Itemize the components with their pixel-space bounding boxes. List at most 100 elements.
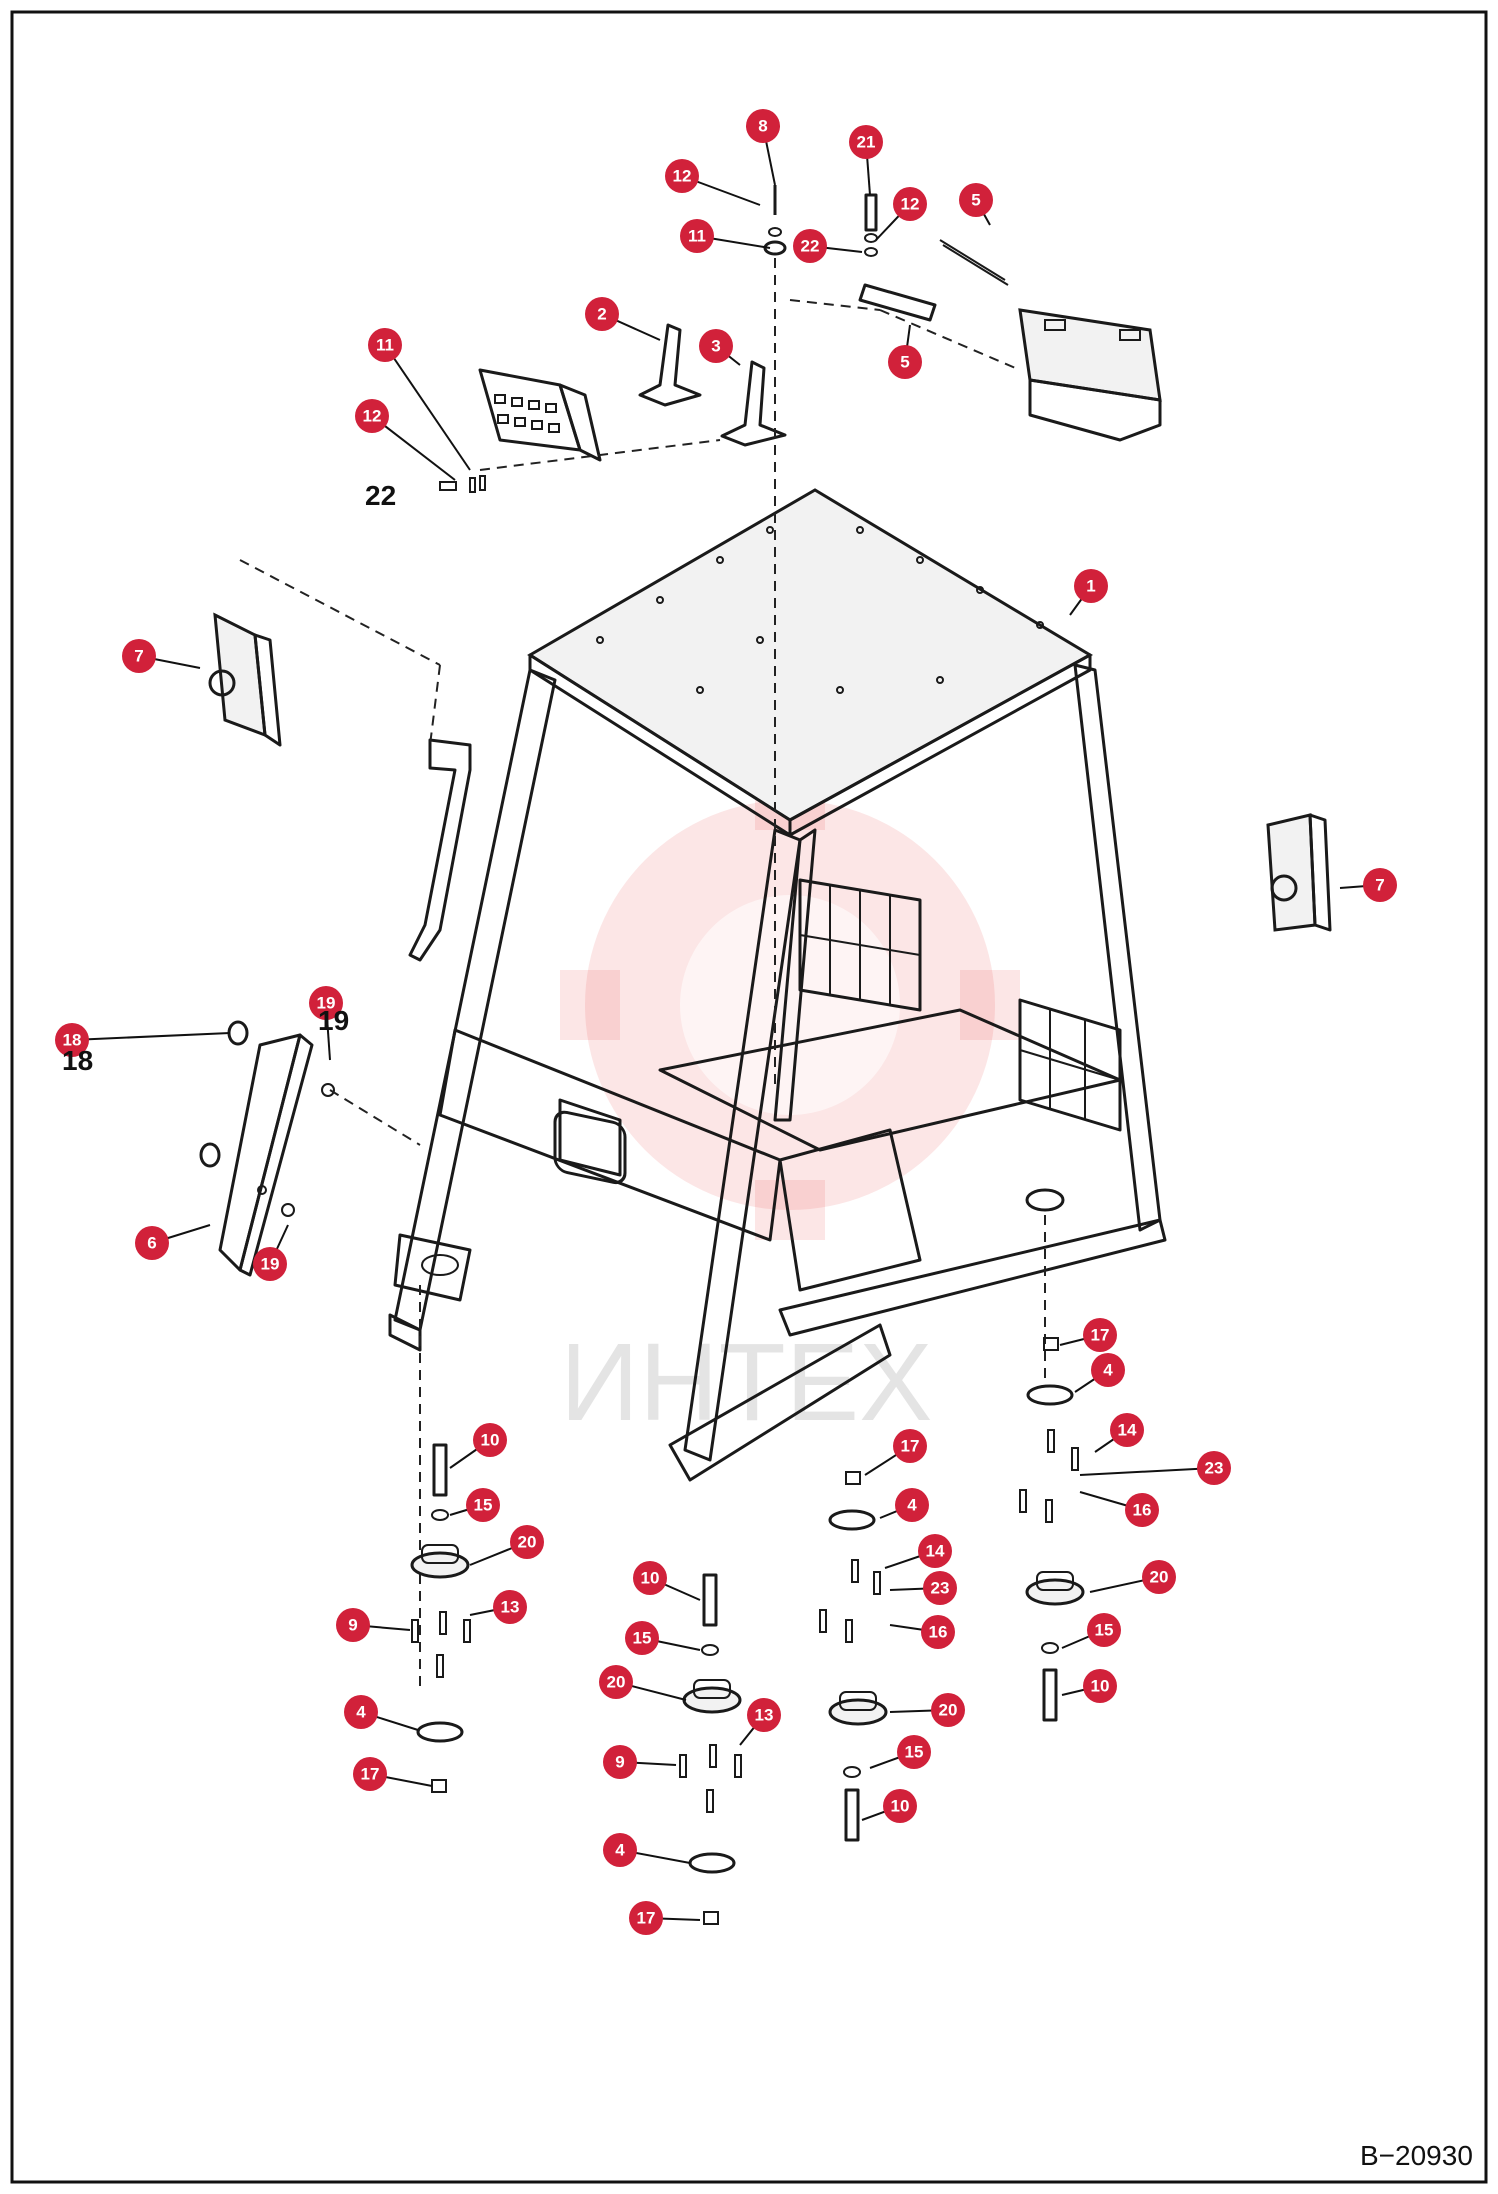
callout-circle — [918, 1534, 952, 1568]
callout-number: 12 — [901, 195, 920, 214]
callout-circle — [1083, 1669, 1117, 1703]
callout-circle — [747, 1698, 781, 1732]
callout-badge-15: 15 — [625, 1621, 659, 1655]
callout-circle — [309, 986, 343, 1020]
callout-number: 5 — [971, 191, 980, 210]
callout-circle — [680, 219, 714, 253]
callout-circle — [122, 639, 156, 673]
callout-badge-4: 4 — [1091, 1353, 1125, 1387]
callout-circle — [1074, 569, 1108, 603]
leader-line — [1079, 1467, 1215, 1476]
mount-stack-right — [1019, 1337, 1085, 1722]
callout-number: 20 — [939, 1701, 958, 1720]
callout-badge-10: 10 — [633, 1561, 667, 1595]
callout-number: 9 — [615, 1753, 624, 1772]
callout-badge-4: 4 — [895, 1488, 929, 1522]
callout-number: 15 — [474, 1496, 493, 1515]
callout-badge-12: 12 — [355, 399, 389, 433]
callout-badge-15: 15 — [466, 1488, 500, 1522]
callout-number: 10 — [641, 1569, 660, 1588]
bracket-2 — [638, 323, 702, 407]
callout-badge-7: 7 — [122, 639, 156, 673]
callout-circle — [55, 1023, 89, 1057]
watermark-gear-icon — [560, 770, 1020, 1240]
callout-number: 4 — [1103, 1361, 1113, 1380]
callout-number: 5 — [900, 353, 909, 372]
mount-stack-left — [410, 1443, 471, 1793]
callout-badge-18: 18 — [55, 1023, 89, 1057]
leader-line — [71, 1032, 231, 1041]
callout-badge-1: 1 — [1074, 569, 1108, 603]
callout-number: 23 — [1205, 1459, 1224, 1478]
callout-badge-13: 13 — [493, 1590, 527, 1624]
callout-badge-4: 4 — [603, 1833, 637, 1867]
callout-number: 4 — [615, 1841, 625, 1860]
callout-number: 3 — [711, 337, 720, 356]
callout-circle — [1125, 1493, 1159, 1527]
callout-badge-20: 20 — [510, 1525, 544, 1559]
callout-circle — [793, 229, 827, 263]
callout-circle — [1363, 868, 1397, 902]
callout-number: 17 — [901, 1437, 920, 1456]
callout-circle — [599, 1665, 633, 1699]
callout-badge-14: 14 — [918, 1534, 952, 1568]
callout-number: 12 — [673, 167, 692, 186]
callout-number: 1 — [1086, 577, 1095, 596]
callout-badge-20: 20 — [599, 1665, 633, 1699]
callout-number: 16 — [1133, 1501, 1152, 1520]
callout-number: 20 — [518, 1533, 537, 1552]
callout-number: 10 — [891, 1797, 910, 1816]
battery-hold-down — [858, 239, 1009, 322]
callout-circle — [368, 328, 402, 362]
callout-circle — [921, 1615, 955, 1649]
callout-number: 18 — [63, 1031, 82, 1050]
callout-badge-10: 10 — [473, 1423, 507, 1457]
callout-number: 22 — [801, 237, 820, 256]
callout-number: 10 — [1091, 1677, 1110, 1696]
callout-number: 11 — [376, 336, 394, 355]
callout-number: 17 — [1091, 1326, 1110, 1345]
callout-circle — [923, 1571, 957, 1605]
callout-badge-17: 17 — [1083, 1318, 1117, 1352]
callout-badge-17: 17 — [629, 1901, 663, 1935]
callout-number: 9 — [348, 1616, 357, 1635]
callout-badge-17: 17 — [893, 1429, 927, 1463]
cab-frame — [388, 488, 1167, 1482]
callout-badge-15: 15 — [1087, 1613, 1121, 1647]
callout-number: 4 — [356, 1703, 366, 1722]
callout-badge-22: 22 — [793, 229, 827, 263]
callout-badge-11: 11 — [680, 219, 714, 253]
callout-circle — [1110, 1413, 1144, 1447]
callout-circle — [1087, 1613, 1121, 1647]
callout-number: 2 — [597, 305, 606, 324]
callout-circle — [473, 1423, 507, 1457]
callout-badge-5: 5 — [888, 345, 922, 379]
watermark-text: ИНТЕХ — [560, 1321, 932, 1444]
callout-number: 20 — [1150, 1568, 1169, 1587]
callout-badge-8: 8 — [746, 109, 780, 143]
callout-number: 21 — [857, 133, 876, 152]
callout-circle — [888, 345, 922, 379]
side-nuts — [281, 1083, 335, 1217]
callout-badge-5: 5 — [959, 183, 993, 217]
leader-line — [371, 415, 456, 481]
mount-stack-middle — [679, 1573, 742, 1925]
callout-badge-7: 7 — [1363, 868, 1397, 902]
callout-circle — [699, 329, 733, 363]
callout-number: 13 — [501, 1598, 520, 1617]
callout-circle — [746, 109, 780, 143]
callout-circle — [897, 1735, 931, 1769]
callout-circle — [1142, 1560, 1176, 1594]
callout-circle — [1091, 1353, 1125, 1387]
callout-number: 14 — [926, 1542, 945, 1561]
callout-circle — [253, 1247, 287, 1281]
leader-line — [384, 344, 471, 471]
callout-badge-12: 12 — [893, 187, 927, 221]
callout-badge-19: 19 — [253, 1247, 287, 1281]
callout-circle — [629, 1901, 663, 1935]
callout-badge-20: 20 — [931, 1693, 965, 1727]
callout-number: 4 — [907, 1496, 917, 1515]
callout-number: 23 — [931, 1579, 950, 1598]
callout-number: 15 — [1095, 1621, 1114, 1640]
